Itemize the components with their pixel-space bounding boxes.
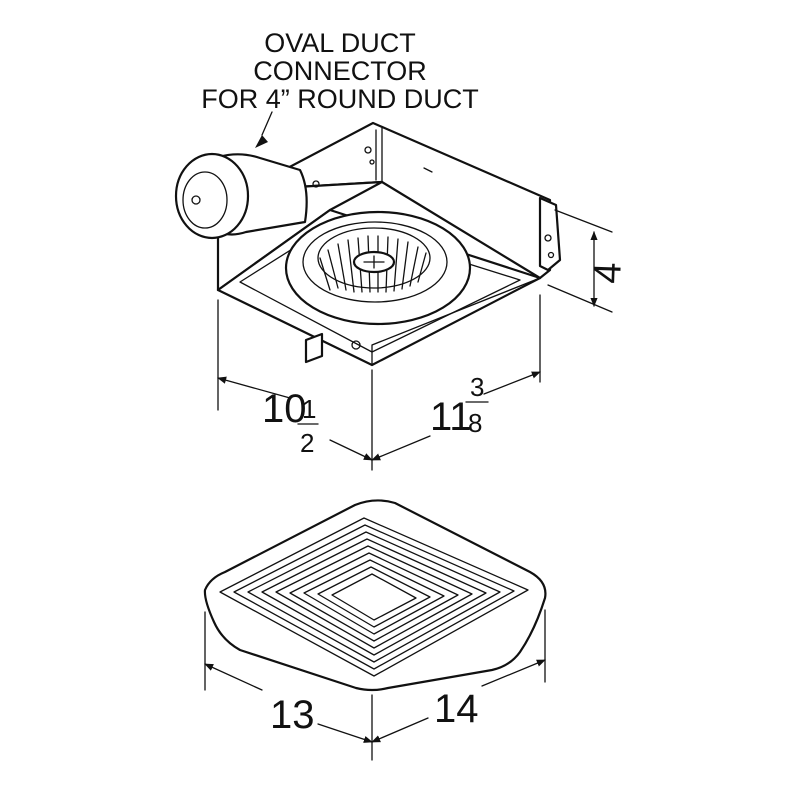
grille-dimensions: 13 14 bbox=[204, 609, 546, 761]
height-value: 4 bbox=[587, 262, 630, 285]
electrical-box bbox=[304, 332, 324, 364]
callout-line-1: OVAL DUCT bbox=[264, 28, 416, 58]
callout-line-3: FOR 4” ROUND DUCT bbox=[201, 84, 479, 114]
fan-housing bbox=[216, 121, 562, 367]
grille-louvers bbox=[219, 517, 529, 677]
grille-width-value: 14 bbox=[434, 687, 479, 731]
grille bbox=[203, 499, 547, 692]
grille-depth-value: 13 bbox=[270, 693, 315, 737]
depth-denominator: 2 bbox=[300, 428, 314, 458]
mounting-flange bbox=[538, 196, 562, 272]
width-whole: 11 bbox=[430, 395, 472, 439]
depth-numerator: 1 bbox=[302, 394, 316, 424]
callout-line-2: CONNECTOR bbox=[253, 56, 427, 86]
oval-duct-connector bbox=[174, 152, 320, 240]
callout-leader-line bbox=[261, 111, 273, 136]
width-numerator: 3 bbox=[470, 372, 484, 402]
duct-connector-callout: OVAL DUCT CONNECTOR FOR 4” ROUND DUCT bbox=[201, 28, 479, 148]
grille-outline bbox=[203, 499, 547, 692]
housing-dimensions: 4 10 1 2 11 3 8 bbox=[217, 209, 630, 471]
width-denominator: 8 bbox=[468, 408, 482, 438]
blower-wheel bbox=[284, 210, 472, 326]
callout-arrowhead bbox=[255, 135, 268, 148]
